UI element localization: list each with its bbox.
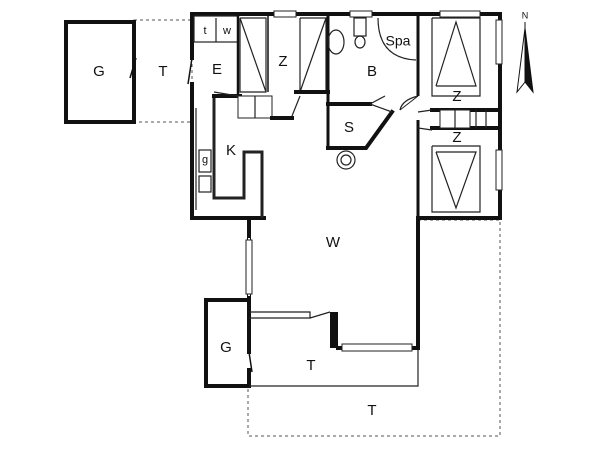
room-labels: G T E t w Z B Spa S K g Z Z W G T T	[93, 25, 461, 419]
room-label-bedroom-right-top: Z	[452, 88, 461, 105]
compass-north-label: N	[522, 10, 529, 20]
room-label-garage-bottom: G	[220, 339, 232, 356]
room-label-spa: Spa	[386, 33, 411, 49]
house-walls	[190, 12, 502, 354]
room-label-bedroom-right-bottom: Z	[452, 129, 461, 146]
garage-bottom	[204, 298, 419, 388]
room-label-kitchen: K	[226, 142, 236, 159]
room-label-terrace-top: T	[158, 63, 167, 80]
garage-top	[64, 20, 137, 124]
compass-icon: N	[516, 10, 534, 94]
room-label-washer: w	[222, 25, 231, 37]
room-label-bedroom-left: Z	[278, 53, 287, 70]
room-label-fridge: g	[202, 154, 208, 166]
room-label-living: W	[326, 234, 341, 251]
room-label-toilet: t	[203, 25, 206, 37]
room-label-terrace-outer: T	[367, 402, 376, 419]
room-label-terrace-inner: T	[306, 357, 315, 374]
room-label-garage-top: G	[93, 63, 105, 80]
room-label-entrance: E	[212, 61, 222, 78]
interior-walls	[187, 10, 503, 216]
room-label-bathroom: B	[367, 63, 377, 80]
room-label-sauna: S	[344, 119, 354, 136]
